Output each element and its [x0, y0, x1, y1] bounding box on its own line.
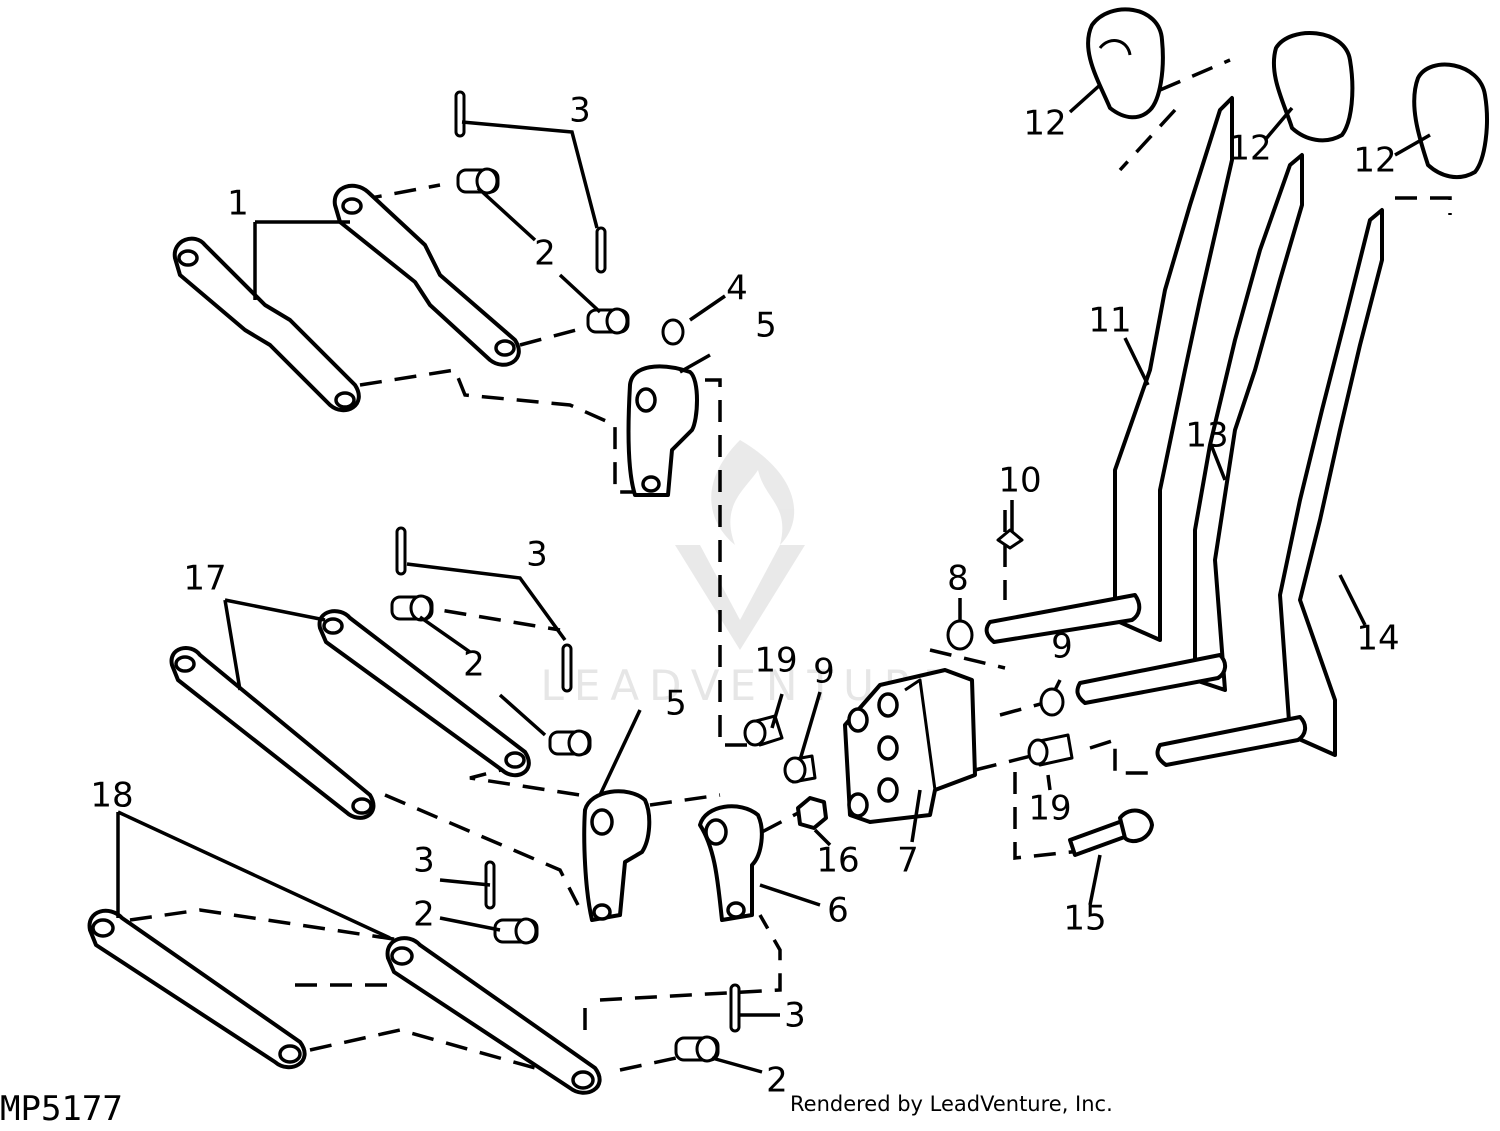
callout-12: 12 [1228, 129, 1271, 169]
upper-bellcrank-arm [626, 364, 699, 497]
callout-2: 2 [463, 645, 485, 685]
callout-5: 5 [665, 684, 687, 724]
callout-numbers: 1 3 2 4 5 11 12 12 12 13 10 3 17 8 14 9 … [90, 91, 1399, 1101]
callout-3: 3 [526, 535, 548, 575]
callout-8: 8 [947, 559, 969, 599]
bushing [661, 318, 685, 346]
callout-2: 2 [413, 895, 435, 935]
left-bushings [743, 714, 817, 784]
drawing-code: MP5177 [0, 1089, 123, 1129]
callout-17: 17 [183, 559, 226, 599]
hex-nut [796, 796, 828, 830]
callout-12: 12 [1353, 141, 1396, 181]
short-bellcrank-arm [698, 804, 764, 922]
render-credit: Rendered by LeadVenture, Inc. [790, 1092, 1113, 1116]
assembly-dash-lines [129, 58, 1452, 1077]
callout-3: 3 [784, 996, 806, 1036]
lever-support-block [843, 668, 977, 824]
cotter-pins [395, 90, 741, 1033]
lower-bellcrank-arm [582, 789, 652, 922]
callout-15: 15 [1063, 899, 1106, 939]
callout-6: 6 [827, 891, 849, 931]
watermark-flame-logo [711, 440, 795, 545]
watermark-v-logo [675, 545, 805, 650]
callout-2: 2 [766, 1061, 788, 1101]
callout-9: 9 [1051, 627, 1073, 667]
callout-4: 4 [726, 269, 748, 309]
upper-link-pair [172, 183, 521, 413]
clevis-pins [390, 167, 720, 1063]
callout-leaders [116, 83, 1431, 1074]
callout-10: 10 [998, 461, 1041, 501]
callout-7: 7 [897, 841, 919, 881]
cap-screw [1068, 808, 1154, 857]
callout-1: 1 [227, 184, 249, 224]
middle-link-pair [169, 609, 531, 820]
callout-14: 14 [1356, 619, 1399, 659]
callout-3: 3 [413, 841, 435, 881]
callout-11: 11 [1088, 301, 1131, 341]
callout-9: 9 [813, 652, 835, 692]
callout-2: 2 [534, 234, 556, 274]
callout-3: 3 [569, 91, 591, 131]
lever-knobs [1086, 7, 1489, 180]
callout-5: 5 [755, 306, 777, 346]
leadventure-watermark: LEADVENTURE [540, 440, 950, 710]
control-levers [984, 96, 1384, 767]
callout-19: 19 [754, 641, 797, 681]
lower-link-pair [87, 908, 602, 1095]
callout-19: 19 [1028, 789, 1071, 829]
callout-18: 18 [90, 776, 133, 816]
callout-13: 13 [1185, 416, 1228, 456]
callout-12: 12 [1023, 104, 1066, 144]
callout-16: 16 [816, 841, 859, 881]
